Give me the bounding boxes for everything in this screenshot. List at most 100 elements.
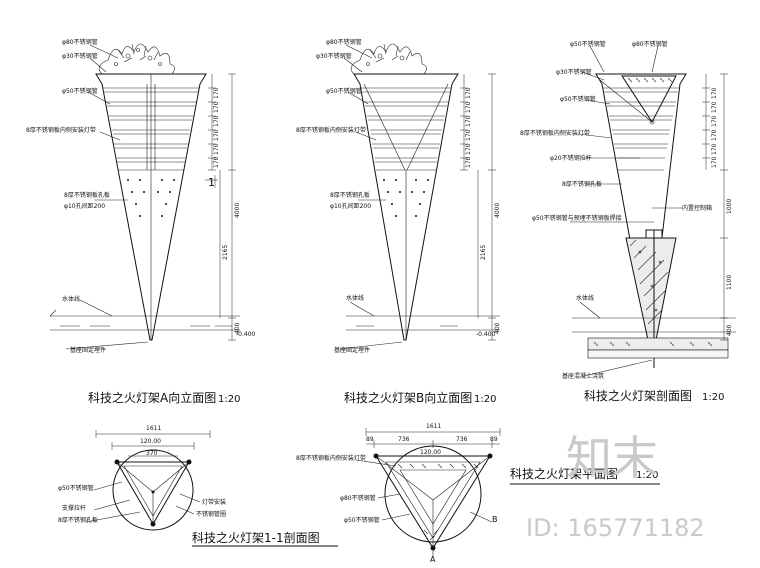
- label-plate-light-b: 8厚不锈钢板内侧安装灯带: [296, 126, 366, 134]
- plan-view: 1611 89 736 736 89 120.00 8厚不锈钢板内侧安装灯带 φ…: [296, 423, 660, 564]
- top-triangle: [621, 75, 677, 123]
- level-mark-b: -0.400: [476, 331, 496, 338]
- dim-inner-1-1: 120.00: [140, 438, 161, 445]
- concrete-hatch: [629, 239, 669, 325]
- label-pipe50-b: φ50不锈钢管: [326, 87, 362, 95]
- label-pipe-weld: φ50不锈钢管与预埋不锈钢板焊接: [532, 214, 622, 222]
- title-section: 科技之火灯架剖面图: [584, 389, 692, 403]
- label-pipe50-top: φ50不锈钢管: [570, 40, 606, 48]
- leader-lines-section: [570, 45, 682, 377]
- label-pipe80-plan: φ80不锈钢管: [340, 494, 376, 502]
- label-plate-perf-section: 8厚不锈钢孔板: [562, 180, 602, 188]
- label-pipe50-plan: φ50不锈钢管: [344, 516, 380, 524]
- label-plate-perf-b: 8厚不锈钢孔板: [330, 191, 370, 199]
- corner-nodes-1-1: [114, 459, 192, 527]
- leader-lines-plan: [355, 459, 411, 521]
- scale-elevation-a: 1:20: [218, 394, 240, 405]
- level-mark-a: -0.400: [236, 331, 256, 338]
- outer-ring-1-1: [112, 449, 194, 531]
- label-pipe50-section: φ50不锈钢管: [560, 95, 596, 103]
- dim-part-3: 736: [456, 436, 468, 443]
- svg-text:170: 170: [711, 129, 718, 141]
- svg-text:170: 170: [213, 156, 220, 168]
- dim-2165-a: 2165: [222, 245, 229, 260]
- horizontal-bars-section: [599, 79, 679, 171]
- scale-elevation-b: 1:20: [474, 394, 496, 405]
- leader-lines-b: [339, 44, 403, 350]
- label-pipe30-a: φ30不锈钢管: [62, 52, 98, 60]
- triangle-frame-1-1: [116, 461, 190, 525]
- plant-foliage-a: [98, 43, 175, 75]
- mark-b: B: [492, 515, 498, 524]
- dim-overall-1-1: 1611: [146, 425, 161, 432]
- label-water-line-a: 水体线: [62, 295, 80, 303]
- svg-text:170: 170: [711, 115, 718, 127]
- watermark-id: ID: 165771182: [526, 514, 705, 542]
- label-base-a: 基座固定埋件: [70, 346, 106, 354]
- plant-foliage-b: [350, 43, 427, 75]
- perforation-dots-a: [127, 179, 175, 217]
- label-water-line-section: 水体线: [576, 294, 594, 302]
- svg-text:170: 170: [711, 87, 718, 99]
- scale-plan-view: 1:20: [636, 470, 658, 481]
- dim-400-a: 400: [234, 322, 241, 334]
- svg-text:170: 170: [711, 143, 718, 155]
- dim-part-1: 89: [366, 436, 374, 443]
- svg-text:170: 170: [465, 101, 472, 113]
- svg-text:170: 170: [465, 143, 472, 155]
- title-1-1: 科技之火灯架1-1剖面图: [192, 531, 320, 545]
- dim-part-2: 736: [398, 436, 410, 443]
- perforation-dots-b: [383, 179, 429, 217]
- label-control-box: 内置控制箱: [682, 204, 712, 212]
- plan-section-1-1: 1611 120.00 370 φ50不锈钢管 支撑拉杆 8厚不锈钢孔板 灯带安…: [58, 425, 338, 547]
- label-water-line-b: 水体线: [346, 294, 364, 302]
- svg-text:170: 170: [465, 87, 472, 99]
- svg-text:170: 170: [465, 156, 472, 168]
- svg-text:170: 170: [213, 115, 220, 127]
- dim-stack-section: 170 170 170 170 170 170: [711, 87, 718, 168]
- dim-1000-section: 1000: [726, 199, 733, 214]
- label-plate8-1-1: 8厚不锈钢孔板: [58, 516, 98, 524]
- svg-text:170: 170: [465, 115, 472, 127]
- dimension-lines-b: [460, 73, 496, 341]
- dim-stack-b: 170 170 170 170 170 170: [465, 87, 472, 168]
- leader-lines-a: [65, 44, 149, 350]
- dim-overall-plan: 1611: [426, 423, 441, 430]
- label-pipe80-top: φ80不锈钢管: [632, 40, 668, 48]
- elevation-b: φ80不锈钢管 φ30不锈钢管 φ50不锈钢管 8厚不锈钢板内侧安装灯带 8厚不…: [296, 38, 501, 405]
- label-perf-holes-b: φ10孔间距200: [330, 202, 371, 210]
- svg-text:170: 170: [711, 101, 718, 113]
- label-plate-light-a: 8厚不锈钢板内侧安装灯带: [26, 126, 96, 134]
- label-base-section: 基座混凝土浇筑: [562, 372, 604, 380]
- water-ground-section: [572, 301, 736, 359]
- svg-text:170: 170: [711, 156, 718, 168]
- title-elevation-a: 科技之火灯架A向立面图: [88, 390, 216, 405]
- water-ground-b: [346, 301, 500, 331]
- scale-section: 1:20: [702, 392, 724, 403]
- leader-lines-1-1: [85, 481, 201, 523]
- label-pipe80-b: φ80不锈钢管: [326, 38, 362, 46]
- svg-text:170: 170: [213, 87, 220, 99]
- label-support-rod: 支撑拉杆: [62, 504, 86, 512]
- mark-a: A: [430, 555, 436, 564]
- water-ground-a: [49, 299, 240, 331]
- label-pipe50-a: φ50不锈钢管: [62, 87, 98, 95]
- watermark-brand: 知末: [566, 431, 658, 485]
- svg-text:170: 170: [465, 129, 472, 141]
- dim-400-section: 400: [726, 324, 733, 336]
- label-pipe30-b: φ30不锈钢管: [316, 52, 352, 60]
- elevation-a: φ80不锈钢管 φ30不锈钢管 φ50不锈钢管 8厚不锈钢板内侧安装灯带 8厚不…: [26, 38, 256, 405]
- label-perf-holes-a: φ10孔间距200: [64, 202, 105, 210]
- dim-mid-1-1: 370: [146, 450, 158, 457]
- triangle-hatch-plan: [397, 463, 479, 541]
- dim-400-b: 400: [494, 322, 501, 334]
- mark-b-line: [469, 511, 493, 523]
- label-base-b: 基座固定埋件: [334, 346, 370, 354]
- plan-section-dims: [95, 430, 211, 457]
- label-pipe20: φ20不锈钢拉杆: [550, 154, 592, 162]
- dimension-lines-a: [205, 73, 236, 341]
- svg-text:170: 170: [213, 143, 220, 155]
- dim-2165-b: 2165: [480, 245, 487, 260]
- dim-stack-a: 170 170 170 170 170 170: [213, 87, 220, 168]
